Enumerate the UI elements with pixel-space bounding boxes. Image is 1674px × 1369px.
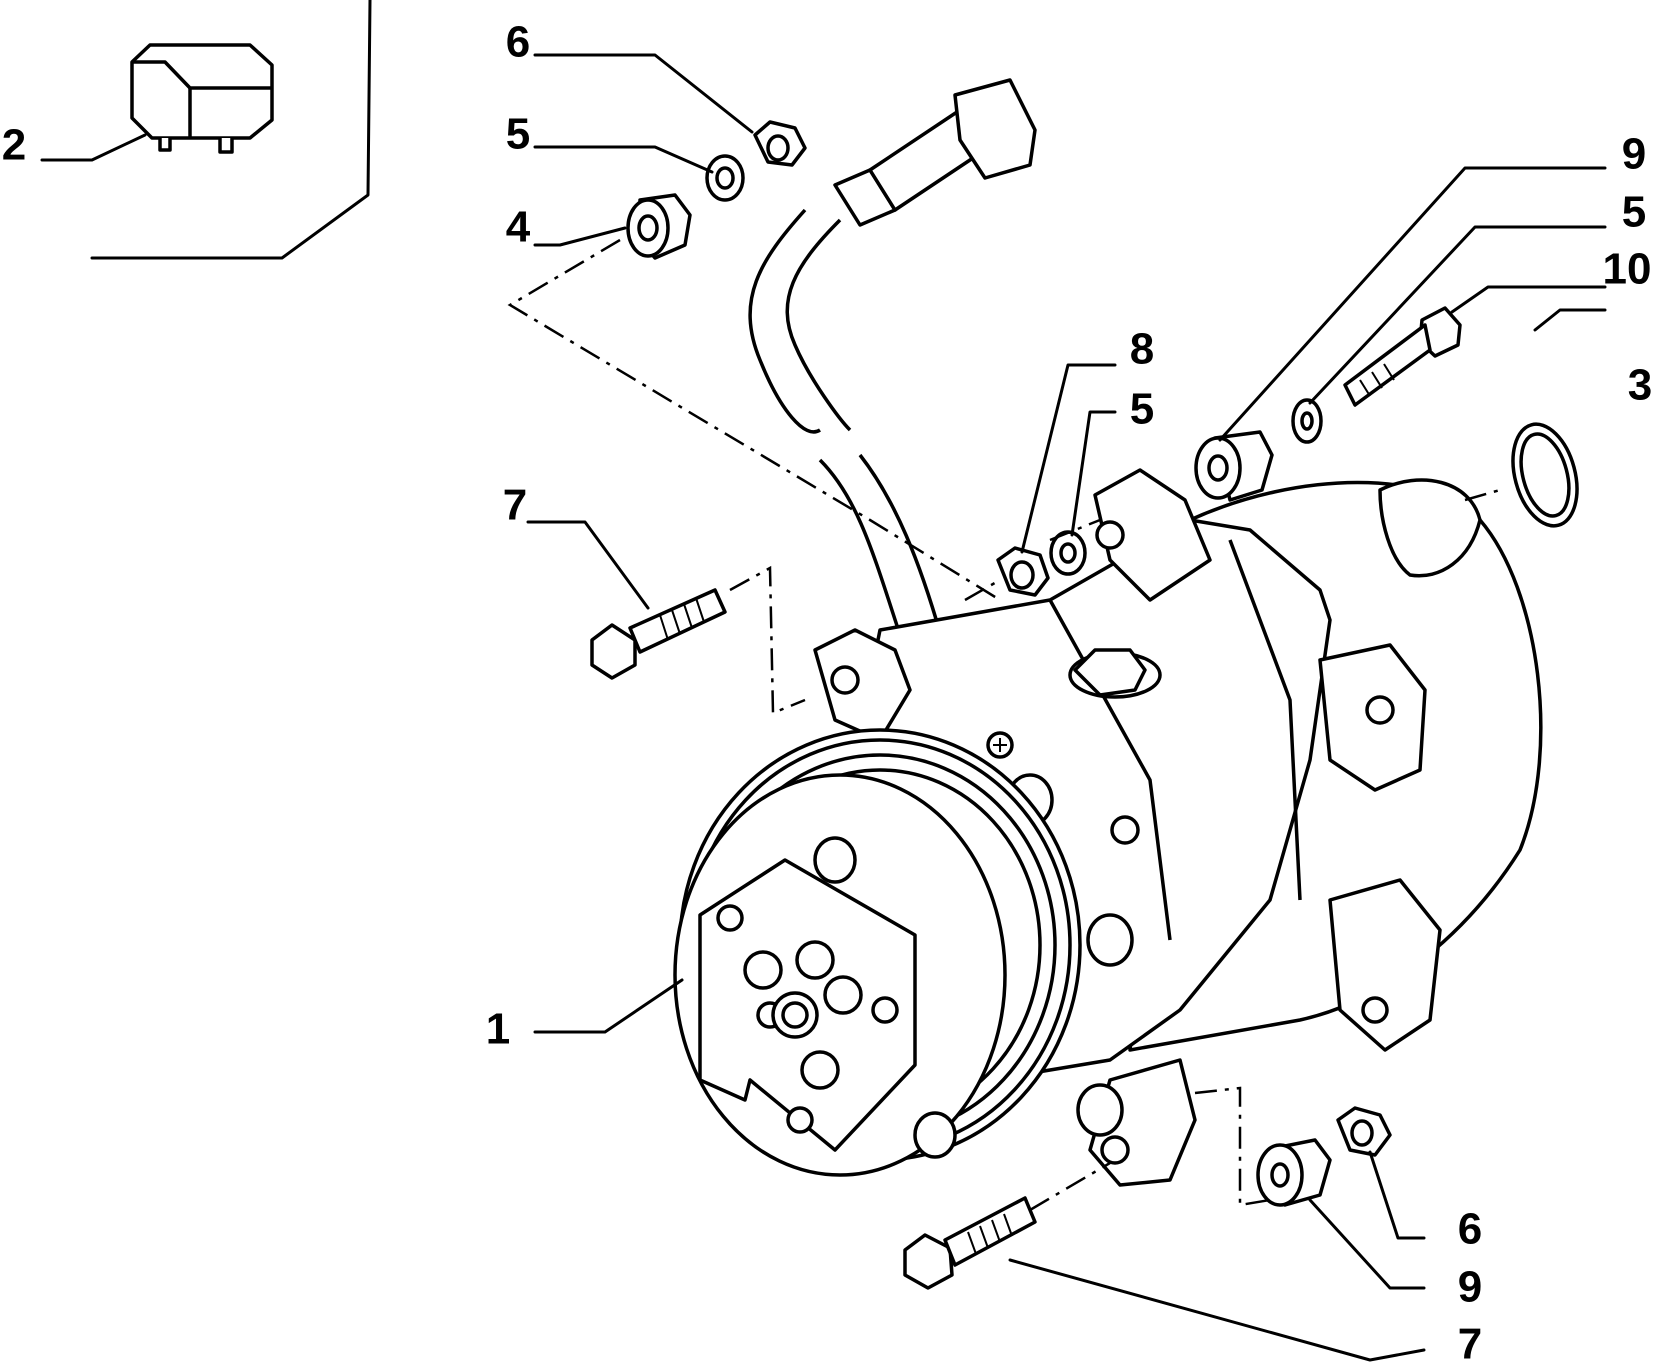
nut-top <box>753 120 807 167</box>
callout-5-right: 5 <box>1622 188 1646 237</box>
callout-5-top: 5 <box>506 110 530 159</box>
callout-3: 3 <box>1628 361 1652 410</box>
callout-6-top: 6 <box>506 18 530 67</box>
callout-1: 1 <box>486 1005 510 1054</box>
leader-lines <box>40 53 1607 1362</box>
assembly-lines <box>507 238 1501 1212</box>
nut-mid <box>996 546 1050 597</box>
bolt-left <box>590 588 727 680</box>
pulley-clutch <box>673 728 1082 1177</box>
callout-9-bottom: 9 <box>1458 1263 1482 1312</box>
relay-part <box>130 43 274 154</box>
bushing-top <box>626 193 692 260</box>
relay-frame <box>90 0 372 260</box>
callout-8: 8 <box>1130 325 1154 374</box>
washer-top <box>705 154 745 202</box>
callout-5-mid: 5 <box>1130 385 1154 434</box>
o-ring <box>1511 422 1579 528</box>
callout-9-right: 9 <box>1622 130 1646 179</box>
callout-4: 4 <box>506 203 531 252</box>
bolt-bottom <box>903 1196 1037 1290</box>
callout-2: 2 <box>2 121 26 170</box>
callout-10: 10 <box>1603 245 1652 294</box>
washer-right <box>1291 398 1323 444</box>
callout-7-left: 7 <box>503 481 527 530</box>
bushing-bottom <box>1256 1138 1332 1207</box>
callout-labels: 1 2 3 4 5 5 5 6 6 7 7 8 9 9 10 <box>2 18 1652 1369</box>
bushing-right <box>1194 430 1274 502</box>
washer-mid <box>1049 530 1087 576</box>
callout-7-bottom: 7 <box>1458 1320 1482 1364</box>
bolt-right <box>1343 306 1462 407</box>
nut-bottom <box>1336 1106 1392 1157</box>
callout-6-bottom: 6 <box>1458 1205 1482 1254</box>
